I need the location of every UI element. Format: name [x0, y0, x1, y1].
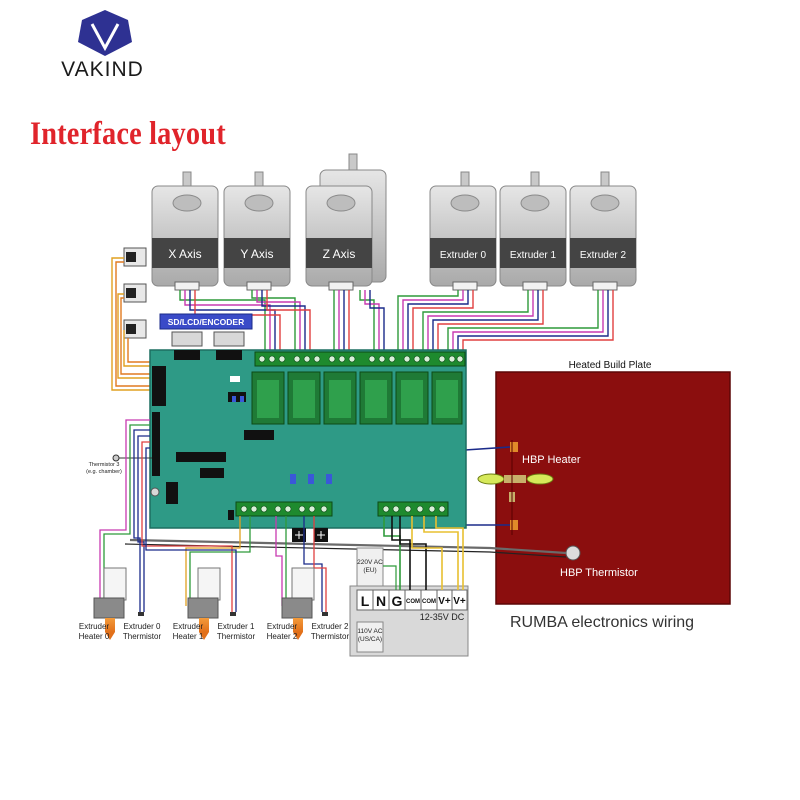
v220-label: 220V AC — [357, 559, 383, 566]
hbp-thermistor-label: HBP Thermistor — [560, 567, 638, 579]
terminal-com-1: COM — [406, 599, 420, 605]
extruder-2-thermistor-label: Extruder 2 — [312, 622, 349, 631]
v110-sublabel: (US/CA) — [358, 636, 382, 643]
extruder-2-label: Extruder 2 — [580, 250, 627, 261]
extruder-hotends — [93, 567, 328, 640]
heated-plate-body — [495, 371, 731, 605]
logo-hexagon-icon — [78, 10, 132, 56]
heated-plate-title: Heated Build Plate — [569, 360, 652, 371]
terminal-g: G — [392, 593, 403, 609]
extruder-1-hotend — [187, 567, 236, 640]
endstop-wires — [111, 257, 150, 391]
v220-sublabel: (EU) — [363, 567, 376, 574]
extruder-wires — [99, 419, 327, 612]
extruder-2-hotend — [281, 567, 328, 640]
sd-lcd-encoder-box — [159, 313, 253, 330]
page-title: Interface layout — [30, 116, 226, 152]
extruder-1-label: Extruder 1 — [510, 250, 557, 261]
heated-build-plate: Heated Build Plate HBP Heater HBP Thermi… — [477, 360, 731, 631]
extruder-1-heater-label: Extruder — [173, 622, 204, 631]
terminal-n: N — [376, 593, 386, 609]
power-supply: 220V AC (EU) 110V AC (US/CA) L N G COM C… — [349, 547, 469, 657]
brand-name: VAKIND — [61, 58, 144, 81]
z-axis-label: Z Axis — [323, 247, 356, 261]
extruder-1-thermistor-sublabel: Thermistor — [217, 632, 256, 641]
extruder-0-heater-sublabel: Heater 0 — [79, 632, 110, 641]
rumba-caption: RUMBA electronics wiring — [510, 614, 694, 631]
hbp-thermistor-icon — [565, 545, 581, 561]
sd-lcd-encoder-label: SD/LCD/ENCODER — [168, 317, 245, 327]
extruder-0-thermistor-label: Extruder 0 — [124, 622, 161, 631]
extruder-0-thermistor-sublabel: Thermistor — [123, 632, 162, 641]
x-axis-label: X Axis — [168, 247, 201, 261]
dc-voltage-label: 12-35V DC — [420, 612, 465, 622]
rumba-board: SD/LCD/ENCODER — [149, 313, 467, 542]
heater-terminal — [510, 520, 518, 530]
terminal-l: L — [361, 593, 370, 609]
extruder-0-hotend — [93, 567, 144, 640]
motor-wires — [179, 290, 614, 352]
extruder-0-label: Extruder 0 — [440, 250, 487, 261]
y-axis-label: Y Axis — [240, 247, 273, 261]
heater-led-icon — [477, 473, 505, 485]
endstop-switches — [123, 247, 147, 339]
extruder-1-heater-sublabel: Heater 1 — [173, 632, 204, 641]
thermistor-3-label: Thermistor 3 — [89, 462, 120, 468]
resistor-icon — [504, 475, 526, 483]
thermistor-3-icon — [112, 454, 120, 462]
stepper-motors: X Axis Y Axis Z Axis Extruder 0 Extruder… — [151, 153, 637, 291]
vakind-logo — [78, 10, 132, 56]
terminal-com-2: COM — [422, 599, 436, 605]
terminal-vplus-1: V+ — [438, 596, 451, 607]
extruder-2-heater-sublabel: Heater 2 — [267, 632, 298, 641]
v110-label: 110V AC — [357, 628, 382, 635]
thermistor-3-sublabel: (e.g. chamber) — [86, 469, 122, 475]
hbp-heater-label: HBP Heater — [522, 454, 581, 466]
usb-port-icon — [150, 487, 160, 497]
terminal-vplus-2: V+ — [453, 596, 466, 607]
power-wires — [383, 516, 464, 590]
extruder-2-thermistor-sublabel: Thermistor — [311, 632, 350, 641]
extruder-0-heater-label: Extruder — [79, 622, 110, 631]
heater-led-icon — [526, 473, 554, 485]
heater-terminal — [510, 442, 518, 452]
extruder-2-heater-label: Extruder — [267, 622, 298, 631]
extruder-labels: Extruder Heater 0 Extruder 0 Thermistor … — [79, 622, 350, 641]
logo-v-mark-icon — [90, 23, 120, 52]
extruder-1-thermistor-label: Extruder 1 — [218, 622, 255, 631]
